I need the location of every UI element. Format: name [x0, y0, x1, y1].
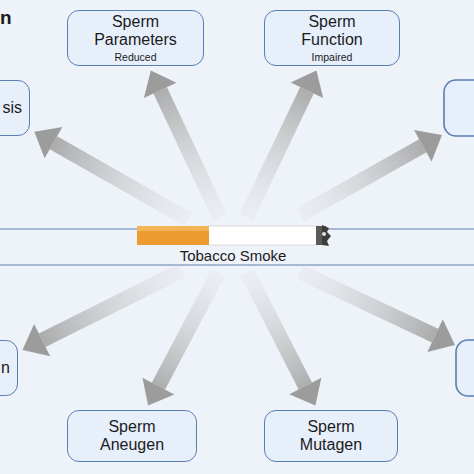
- node-label: sis: [2, 99, 22, 117]
- effect-arrow: [247, 272, 321, 405]
- effect-arrow: [142, 272, 218, 405]
- effect-arrow: [34, 127, 188, 219]
- node-label: n: [1, 359, 10, 377]
- effect-box: n: [0, 340, 18, 396]
- partial-box: [456, 340, 474, 396]
- effect-arrow: [246, 71, 323, 218]
- node-label: Sperm Mutagen: [281, 418, 381, 454]
- node-label: Tobacco Smoke: [130, 248, 336, 265]
- effect-box: sis: [0, 80, 30, 136]
- effect-arrow: [300, 272, 455, 352]
- effect-arrow: [22, 270, 182, 356]
- node-sublabel: Impaired: [312, 51, 353, 63]
- effect-arrow: [300, 130, 442, 215]
- node-label: Sperm Aneugen: [82, 418, 182, 454]
- partial-box: [444, 80, 474, 136]
- effect-box: Sperm Mutagen: [264, 410, 398, 462]
- source-node: Tobacco Smoke: [130, 222, 336, 268]
- node-label: Sperm Function: [282, 13, 382, 49]
- cigarette-illustration: [130, 222, 336, 248]
- node-label: Sperm Parameters: [86, 13, 186, 49]
- effect-box: Sperm Aneugen: [67, 410, 197, 462]
- node-sublabel: Reduced: [114, 51, 156, 63]
- effect-box: Sperm ParametersReduced: [67, 10, 204, 66]
- title-fragment: n: [0, 7, 12, 29]
- band-line: [0, 264, 474, 266]
- effect-box: Sperm FunctionImpaired: [264, 10, 400, 66]
